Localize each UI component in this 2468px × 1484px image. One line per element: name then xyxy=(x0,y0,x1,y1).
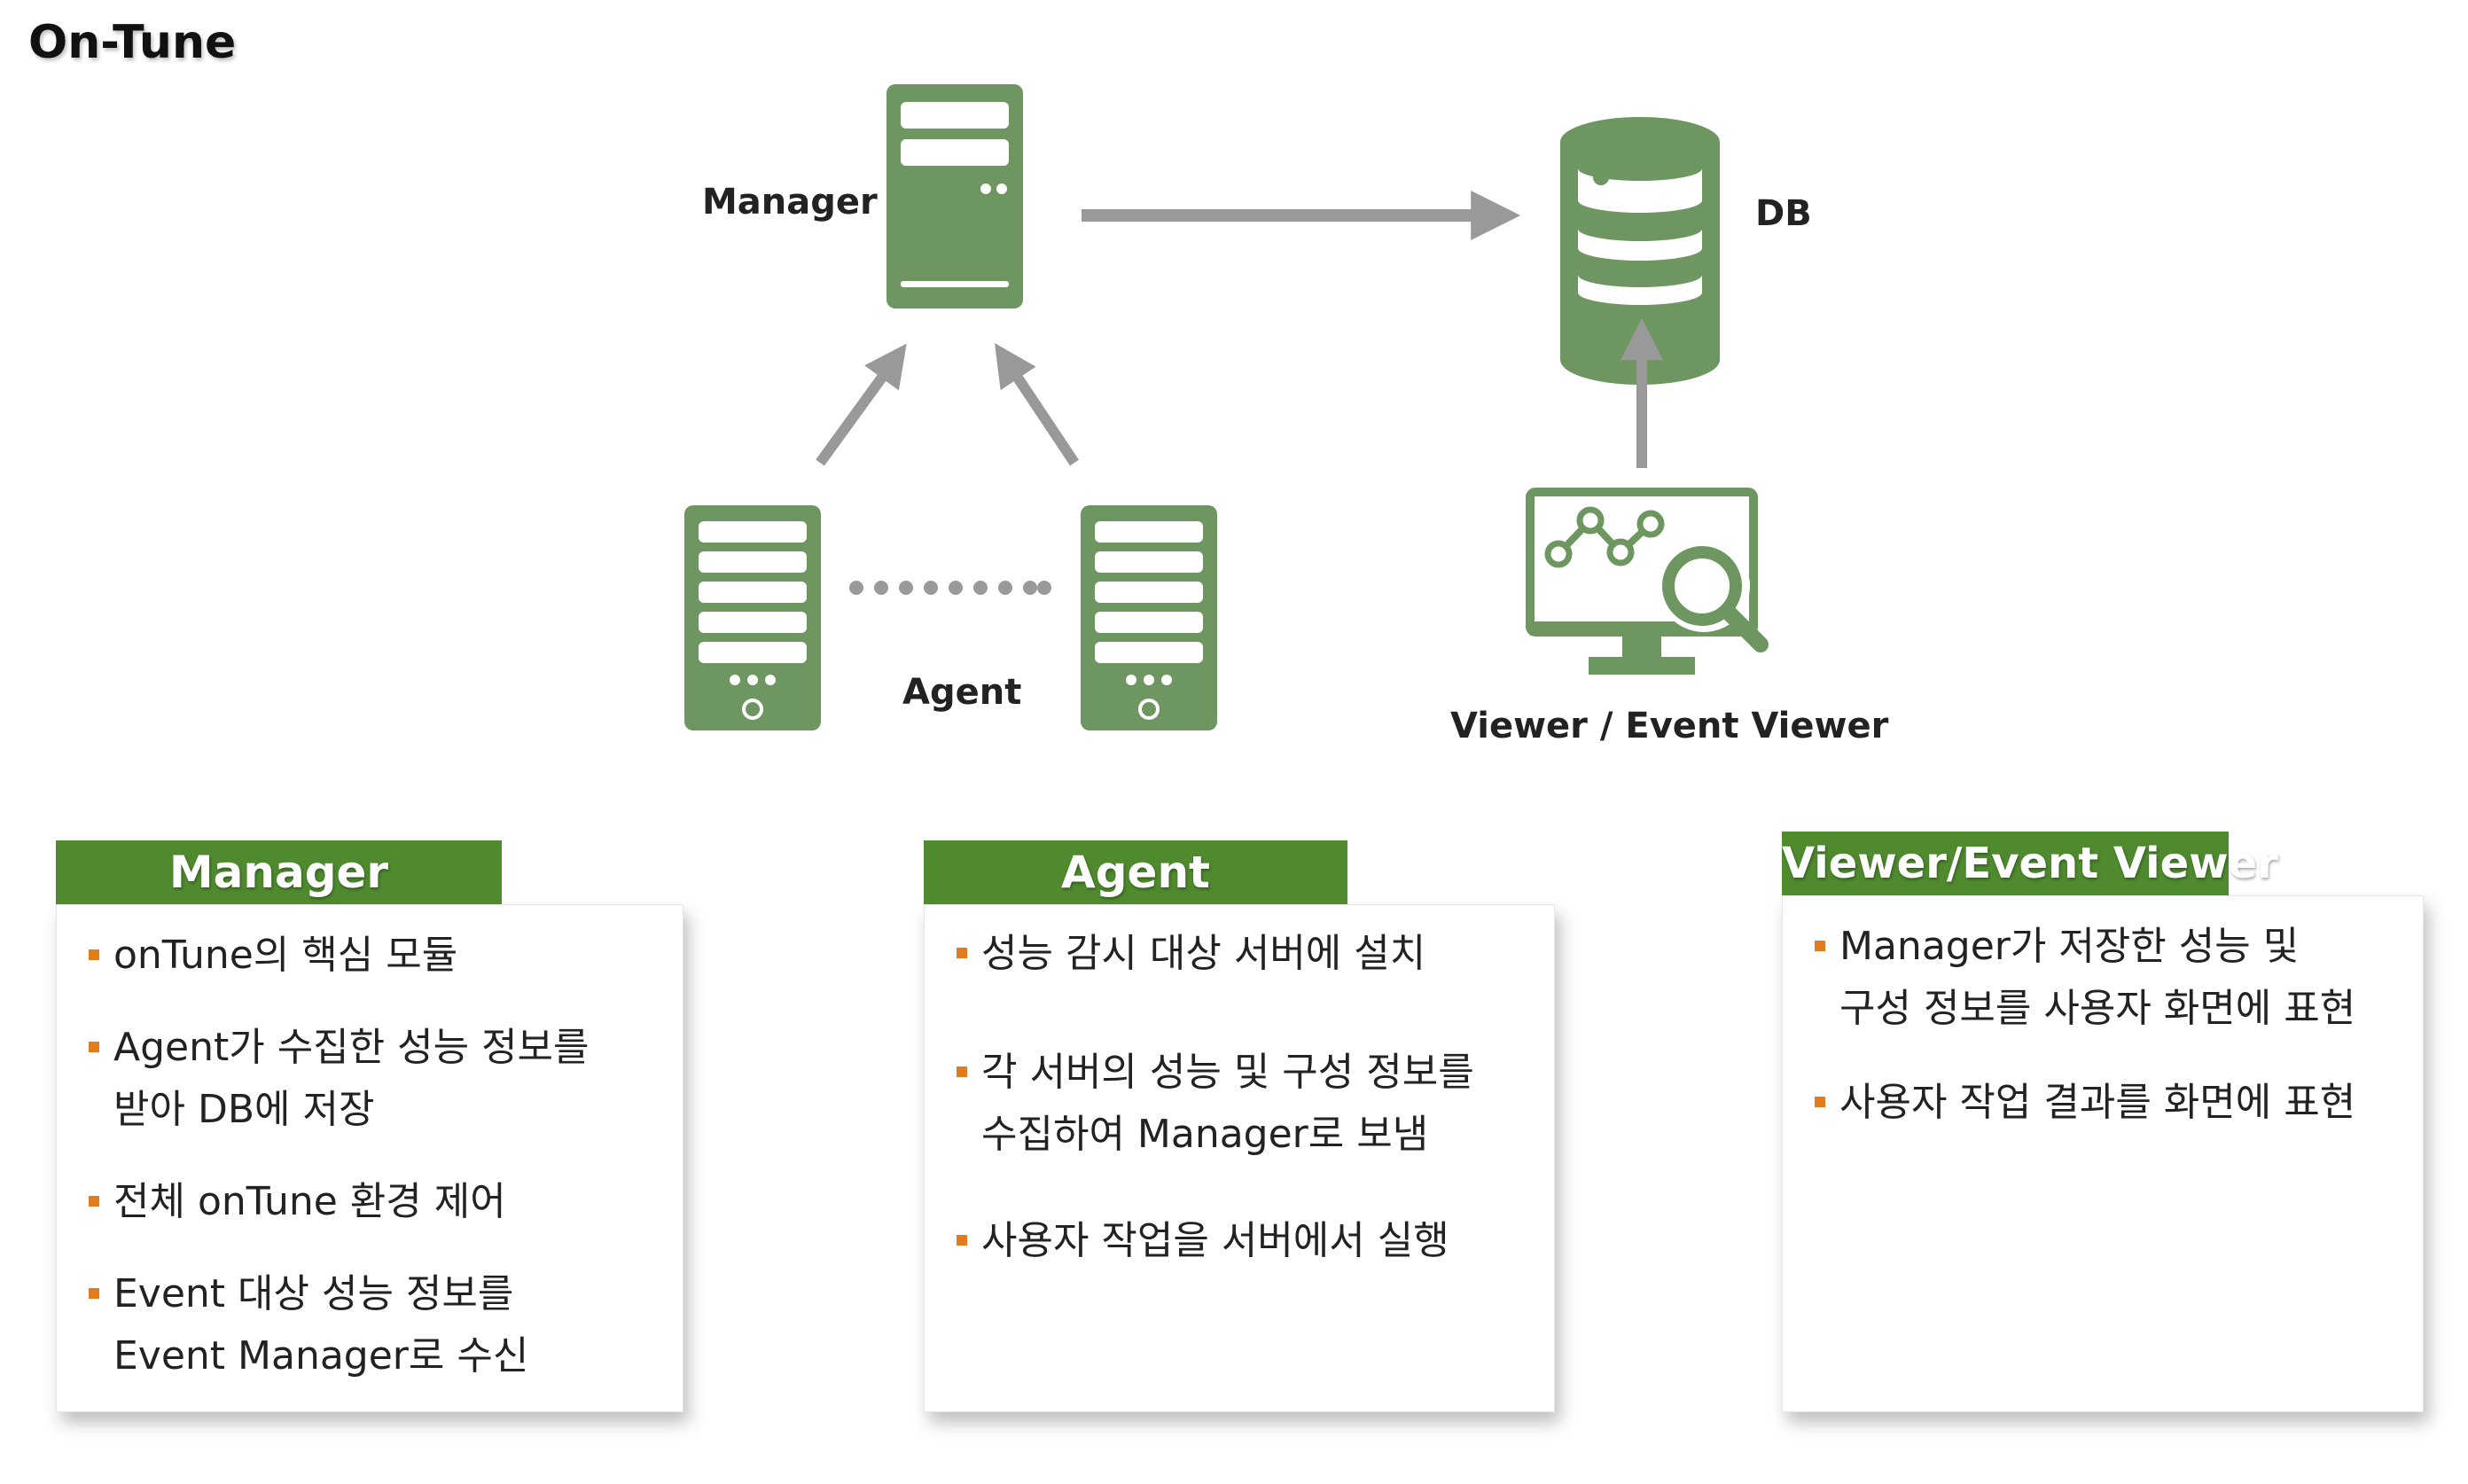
agent-card-item: 각 서버의 성능 및 구성 정보를 수집하여 Manager로 보냄 xyxy=(925,1042,1554,1166)
arrow-agent-right-to-manager xyxy=(995,343,1079,466)
page-title: On-Tune xyxy=(28,16,237,69)
manager-card-item: 전체 onTune 환경 제어 xyxy=(57,1171,683,1233)
viewer-monitor-icon xyxy=(1526,488,1769,675)
manager-card: onTune의 핵심 모듈 Agent가 수집한 성능 정보를 받아 DB에 저… xyxy=(56,904,683,1412)
agent-server-icon-right xyxy=(1081,505,1217,730)
agent-dots-connector xyxy=(849,581,1051,595)
viewer-label: Viewer / Event Viewer xyxy=(1450,706,1889,746)
viewer-card-header: Viewer/Event Viewer xyxy=(1782,832,2278,895)
agent-card-item: 성능 감시 대상 서버에 설치 xyxy=(925,923,1554,985)
manager-card-item: Agent가 수집한 성능 정보를 받아 DB에 저장 xyxy=(57,1017,683,1141)
manager-card-item: Event 대상 성능 정보를 Event Manager로 수신 xyxy=(57,1263,683,1387)
agent-card-header: Agent xyxy=(924,840,1347,904)
viewer-card: Manager가 저장한 성능 및 구성 정보를 사용자 화면에 표현 사용자 … xyxy=(1782,895,2424,1412)
agent-card-item: 사용자 작업을 서버에서 실행 xyxy=(925,1210,1554,1272)
viewer-card-item: 사용자 작업 결과를 화면에 표현 xyxy=(1783,1072,2423,1134)
manager-label: Manager xyxy=(702,182,878,223)
manager-card-item: onTune의 핵심 모듈 xyxy=(57,925,683,987)
agent-card: 성능 감시 대상 서버에 설치 각 서버의 성능 및 구성 정보를 수집하여 M… xyxy=(924,904,1555,1412)
agent-label: Agent xyxy=(902,672,1022,713)
db-label: DB xyxy=(1755,193,1812,234)
manager-card-header: Manager xyxy=(56,840,502,904)
viewer-card-item: Manager가 저장한 성능 및 구성 정보를 사용자 화면에 표현 xyxy=(1783,916,2423,1040)
arrow-agent-left-to-manager xyxy=(816,343,907,466)
manager-server-icon xyxy=(886,84,1023,309)
db-icon xyxy=(1560,117,1720,385)
agent-server-icon-left xyxy=(684,505,821,730)
